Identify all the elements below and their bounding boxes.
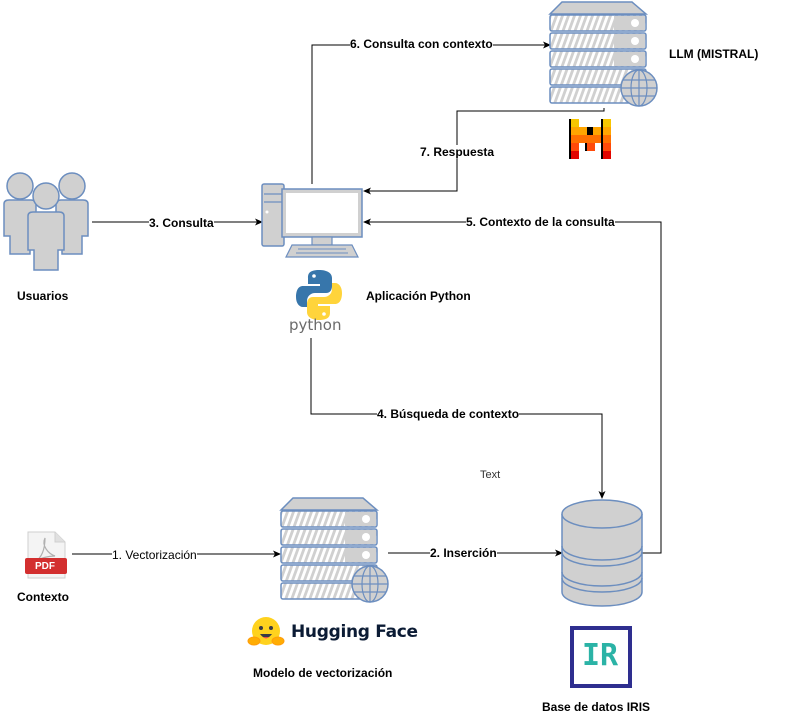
pdf-file-icon[interactable]	[25, 531, 67, 579]
users-group-icon[interactable]	[3, 172, 89, 271]
globe-icon	[351, 565, 389, 603]
context-label: Contexto	[17, 590, 69, 604]
edge-respuesta[interactable]	[363, 108, 605, 195]
vectorizer-server-icon[interactable]	[279, 497, 389, 603]
edge-label-consulta-con-contexto: 6. Consulta con contexto	[350, 37, 493, 51]
hugging-face-logo-icon	[247, 617, 285, 646]
python-logo-icon	[296, 270, 342, 320]
iris-logo-icon	[570, 626, 632, 688]
desktop-computer-icon[interactable]	[261, 183, 363, 258]
llm-server-icon[interactable]	[548, 1, 658, 107]
pdf-icon-text: PDF	[35, 561, 55, 572]
users-label: Usuarios	[17, 289, 69, 303]
python-logo-text: python	[289, 316, 342, 334]
database-cylinder-icon[interactable]	[561, 499, 643, 607]
vectorizer-label: Modelo de vectorización	[253, 666, 393, 680]
edge-consulta-con-contexto[interactable]	[311, 41, 551, 184]
stray-text-label: Text	[480, 469, 501, 481]
edge-label-respuesta: 7. Respuesta	[420, 145, 495, 159]
llm-label: LLM (MISTRAL)	[669, 47, 759, 61]
app-label: Aplicación Python	[366, 289, 471, 303]
iris-logo-text: IR	[582, 638, 619, 673]
edge-label-contexto-consulta: 5. Contexto de la consulta	[466, 215, 615, 229]
edge-label-insercion: 2. Inserción	[430, 546, 497, 560]
mistral-logo-icon	[569, 119, 611, 159]
edge-label-vectorizacion: 1. Vectorización	[112, 548, 197, 562]
globe-icon	[620, 69, 658, 107]
edge-label-consulta: 3. Consulta	[149, 216, 214, 230]
hugging-face-logo-text: Hugging Face	[291, 622, 418, 642]
database-label: Base de datos IRIS	[542, 700, 651, 714]
edge-label-busqueda-contexto: 4. Búsqueda de contexto	[377, 407, 520, 421]
